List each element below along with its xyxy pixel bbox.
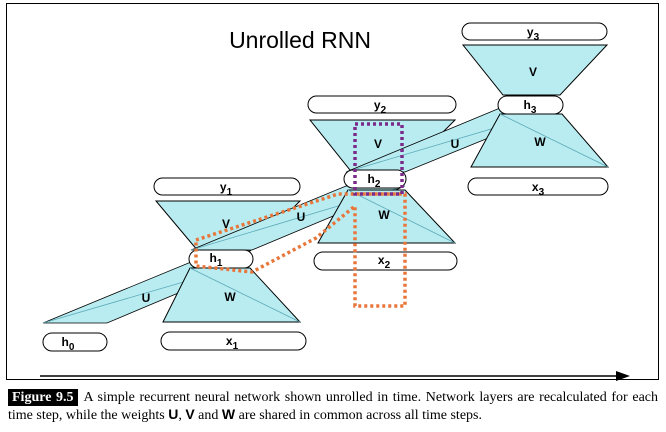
y2-box: y2 xyxy=(307,95,457,116)
caption-text-2: are shared in common across all time ste… xyxy=(235,408,482,423)
svg-text:x1: x1 xyxy=(226,334,239,352)
caption-text-1: A simple recurrent neural network shown … xyxy=(8,390,658,423)
y3-subscript: 3 xyxy=(534,32,540,43)
h0-subscript: 0 xyxy=(69,342,75,353)
y1-label: y xyxy=(220,180,227,194)
svg-text:x2: x2 xyxy=(378,253,391,271)
v-trapezoid-3 xyxy=(461,44,609,96)
y1-box: y1 xyxy=(153,177,301,198)
y2-label: y xyxy=(374,98,381,112)
svg-text:h1: h1 xyxy=(210,251,223,269)
diagram-title: Unrolled RNN xyxy=(229,27,371,53)
h2-label: h xyxy=(368,172,375,186)
y2-subscript: 2 xyxy=(381,105,387,116)
x1-subscript: 1 xyxy=(233,341,239,352)
h0-label: h xyxy=(62,335,69,349)
svg-text:h0: h0 xyxy=(62,335,75,353)
purple-highlight-v-path xyxy=(353,122,404,196)
x2-label: x xyxy=(378,253,385,267)
h3-box: h3 xyxy=(497,95,564,116)
svg-text:h3: h3 xyxy=(524,98,537,116)
time-arrow xyxy=(40,371,630,381)
x3-box: x3 xyxy=(467,177,609,198)
y1-subscript: 1 xyxy=(227,187,233,198)
y3-label: y xyxy=(527,25,534,39)
w-label-3: W xyxy=(534,135,546,149)
h2-subscript: 2 xyxy=(375,179,381,190)
y3-box: y3 xyxy=(461,22,608,43)
svg-text:y2: y2 xyxy=(374,98,387,116)
unrolled-rnn-diagram: Unrolled RNN h0 U W V y1 x1 U h1 xyxy=(40,22,630,381)
orange-highlight-u-path xyxy=(194,192,407,308)
w-label-2: W xyxy=(378,208,390,222)
h1-subscript: 1 xyxy=(217,258,223,269)
figure-label: Figure 9.5 xyxy=(8,389,78,406)
w-label-1: W xyxy=(224,290,236,304)
caption-sep-1: , xyxy=(178,408,186,423)
x1-label: x xyxy=(226,334,233,348)
v-label-2: V xyxy=(374,137,382,151)
svg-text:x3: x3 xyxy=(532,180,545,198)
v-label-3: V xyxy=(529,65,537,79)
x3-subscript: 3 xyxy=(539,187,545,198)
x2-subscript: 2 xyxy=(385,260,391,271)
u-label-3: U xyxy=(451,137,460,151)
h0-box: h0 xyxy=(42,332,108,353)
caption-weight-v: V xyxy=(185,406,195,422)
caption-weight-u: U xyxy=(168,406,179,422)
v-trapezoid-1 xyxy=(154,200,302,252)
u-label-1: U xyxy=(142,291,151,305)
svg-text:h2: h2 xyxy=(368,172,381,190)
figure-frame xyxy=(6,3,659,380)
svg-text:y3: y3 xyxy=(527,25,540,43)
x2-box: x2 xyxy=(313,251,458,271)
h3-label: h xyxy=(524,98,531,112)
x1-box: x1 xyxy=(160,331,307,352)
h2-box: h2 xyxy=(343,169,407,190)
h1-label: h xyxy=(210,251,217,265)
svg-text:y1: y1 xyxy=(220,180,233,198)
x3-label: x xyxy=(532,180,539,194)
h3-subscript: 3 xyxy=(531,105,537,116)
u-label-2: U xyxy=(297,210,306,224)
caption-sep-2: and xyxy=(194,408,222,423)
v-label-1: V xyxy=(222,217,230,231)
caption-weight-w: W xyxy=(221,406,236,422)
